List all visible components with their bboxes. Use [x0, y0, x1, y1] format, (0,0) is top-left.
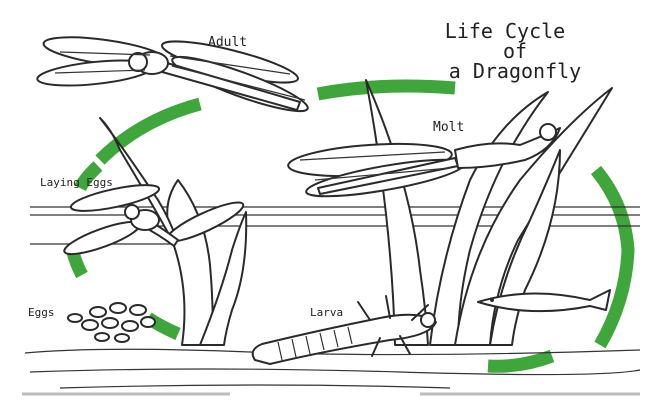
egg: [68, 314, 82, 322]
cycle-arc-right: [596, 170, 628, 345]
pond-bottom-line-2: [30, 369, 640, 375]
diagram-title: Life Cycle of a Dragonfly: [445, 19, 581, 83]
cycle-arc-bottom-right: [488, 356, 552, 366]
stage-label-eggs: Eggs: [28, 306, 55, 319]
egg: [122, 321, 138, 331]
adult-head: [129, 53, 147, 71]
laying-eggs-dragonfly: [61, 180, 247, 260]
molt-head: [540, 124, 556, 140]
title-line-3: a Dragonfly: [449, 59, 581, 83]
egg: [82, 320, 98, 330]
egg: [102, 318, 118, 328]
fish-eye: [490, 298, 494, 302]
cycle-arc-top-left: [100, 104, 200, 160]
laying-head: [125, 205, 139, 219]
stage-label-larva: Larva: [310, 306, 343, 319]
egg: [110, 303, 126, 313]
egg: [130, 305, 146, 315]
egg: [90, 307, 106, 317]
egg: [141, 317, 155, 327]
eggs-cluster: [68, 303, 155, 342]
left-plant-stem: [167, 180, 212, 345]
egg: [95, 333, 109, 341]
stage-label-adult: Adult: [208, 35, 247, 50]
cycle-arc-top: [318, 86, 455, 94]
pond-bottom-line-3: [60, 385, 450, 388]
stage-label-laying-eggs: Laying Eggs: [40, 176, 113, 189]
egg: [115, 334, 129, 342]
stage-label-molt: Molt: [433, 120, 464, 135]
reed-leaf-1: [366, 80, 428, 345]
larva-head: [421, 313, 435, 327]
